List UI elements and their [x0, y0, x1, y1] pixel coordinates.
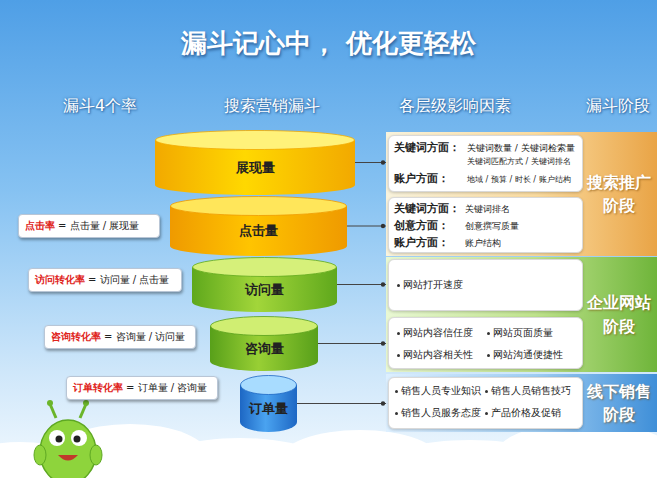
funnel-top	[171, 197, 347, 216]
formula-node: 咨询转化率= 咨询量 / 访问量	[44, 325, 196, 349]
funnel-label: 点击量	[239, 222, 278, 240]
factor-node: 网站内容信任度 网站页面质量网站内容相关性 网站沟通便捷性	[388, 317, 583, 369]
connector-line	[337, 282, 388, 286]
rate-name: 访问转化率	[35, 273, 85, 287]
column-header: 漏斗4个率	[63, 96, 137, 117]
rate-formula: = 点击量 / 展现量	[58, 219, 139, 233]
funnel-top	[241, 376, 297, 395]
factor-text: 产品价格及促销	[491, 407, 561, 420]
factor-node: 销售人员专业知识销售人员销售技巧销售人员服务态度产品价格及促销	[388, 377, 583, 429]
formula-node: 订单转化率= 订单量 / 咨询量	[66, 376, 218, 400]
rate-name: 咨询转化率	[51, 330, 101, 344]
connector-line	[355, 160, 388, 164]
factor-text: 账户方面：	[394, 235, 449, 250]
factor-text: 关键词匹配方式 / 关键词排名	[467, 156, 571, 167]
bullet-dot	[397, 332, 400, 335]
band-node: 搜索推广 阶段关键词方面：关键词数量 / 关键词检索量关键词匹配方式 / 关键词…	[386, 132, 657, 256]
connector-line	[318, 341, 388, 345]
connector-line	[347, 224, 388, 228]
bullet-dot	[485, 390, 488, 393]
factor-node: 网站打开速度	[388, 259, 583, 311]
stage-label: 线下销售 阶段	[585, 380, 653, 426]
connector-stroke	[297, 403, 388, 404]
funnel-top	[156, 131, 355, 150]
bullet-dot	[485, 412, 488, 415]
funnel-node: 访问量	[192, 257, 337, 312]
connector-dot	[381, 282, 385, 286]
bullet-dot	[397, 354, 400, 357]
rate-name: 点击率	[25, 219, 55, 233]
connector-stroke	[318, 343, 388, 344]
connector-line	[297, 401, 388, 405]
bullet-dot	[395, 412, 398, 415]
stage-label: 企业网站 阶段	[585, 291, 653, 337]
band-node: 企业网站 阶段 网站打开速度网站内容信任度 网站页面质量网站内容相关性 网站沟通便捷性	[386, 257, 657, 372]
factor-text: 创意方面：	[394, 218, 449, 233]
rate-formula: = 访问量 / 点击量	[88, 273, 169, 287]
factor-text: 网站页面质量	[493, 326, 553, 340]
stage-label: 搜索推广 阶段	[585, 171, 653, 217]
factor-text: 关键词数量 / 关键词检索量	[467, 142, 575, 155]
funnel-label: 订单量	[249, 400, 288, 418]
connector-dot	[381, 401, 385, 405]
connector-stroke	[337, 284, 388, 285]
bullet-dot	[487, 354, 490, 357]
factor-text: 关键词方面：	[394, 140, 460, 155]
column-header: 搜索营销漏斗	[224, 96, 320, 117]
factor-text: 网站打开速度	[403, 278, 463, 292]
rate-formula: = 订单量 / 咨询量	[126, 381, 207, 395]
connector-dot	[381, 224, 385, 228]
column-header: 漏斗阶段	[586, 96, 650, 117]
funnel-label: 访问量	[245, 281, 284, 299]
funnel-node: 展现量	[155, 130, 355, 195]
factor-text: 账户结构	[465, 237, 501, 250]
bullet-dot	[397, 284, 400, 287]
band-node: 线下销售 阶段销售人员专业知识销售人员销售技巧销售人员服务态度产品价格及促销	[386, 374, 657, 432]
funnel-node: 咨询量	[210, 316, 318, 371]
funnel-label: 展现量	[236, 159, 275, 177]
factor-text: 网站内容信任度	[403, 326, 473, 340]
factor-text: 关键词排名	[465, 203, 510, 216]
funnel-top	[193, 258, 337, 277]
rate-formula: = 咨询量 / 访问量	[104, 330, 185, 344]
formula-node: 访问转化率= 访问量 / 点击量	[28, 268, 182, 292]
rate-name: 订单转化率	[73, 381, 123, 395]
factor-text: 关键词方面：	[394, 201, 460, 216]
funnel-top	[211, 317, 318, 336]
connector-dot	[381, 341, 385, 345]
factor-node: 关键词方面： 关键词数量 / 关键词检索量关键词匹配方式 / 关键词排名账户方面：…	[388, 135, 583, 192]
connector-dot	[381, 160, 385, 164]
column-header: 各层级影响因素	[399, 96, 511, 117]
bullet-dot	[487, 332, 490, 335]
factor-text: 创意撰写质量	[465, 220, 519, 233]
factor-text: 网站内容相关性	[403, 348, 473, 362]
bullet-dot	[395, 390, 398, 393]
factor-text: 销售人员服务态度	[401, 407, 481, 420]
factor-node: 关键词方面： 关键词排名创意方面： 创意撰写质量账户方面： 账户结构	[388, 197, 583, 253]
funnel-node: 点击量	[170, 196, 347, 256]
factor-text: 销售人员专业知识	[401, 385, 481, 398]
title-text: 漏斗记心中， 优化更轻松	[181, 26, 476, 61]
funnel-node: 订单量	[240, 375, 297, 432]
formula-node: 点击率= 点击量 / 展现量	[18, 214, 160, 238]
factor-text: 账户方面：	[394, 171, 449, 186]
factor-text: 地域 / 预算 / 时长 / 账户结构	[467, 174, 571, 185]
factor-text: 网站沟通便捷性	[493, 348, 563, 362]
factor-text: 销售人员销售技巧	[491, 385, 571, 398]
mascot	[34, 400, 102, 478]
funnel-label: 咨询量	[245, 340, 284, 358]
